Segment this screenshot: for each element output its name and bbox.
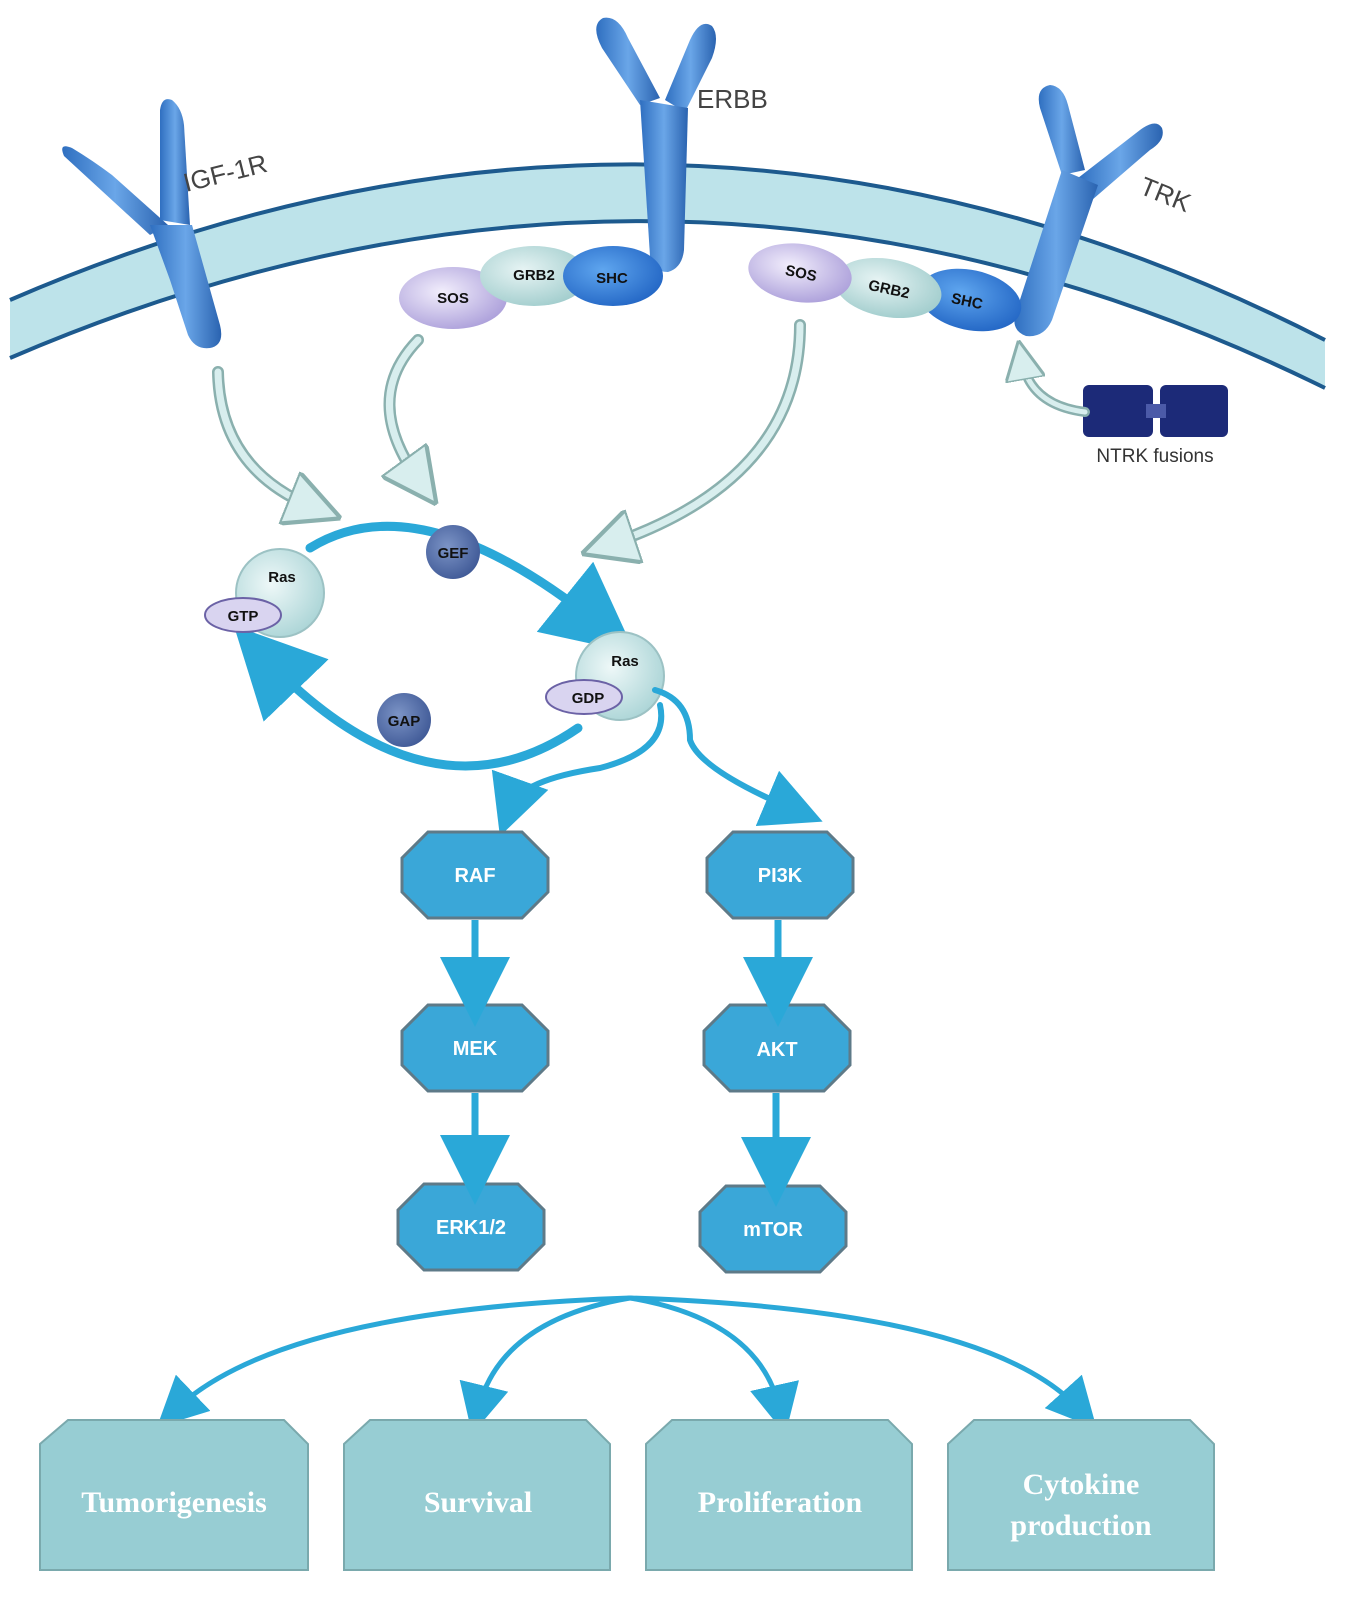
igf1r-receptor (62, 99, 222, 349)
survival-label: Survival (424, 1486, 532, 1519)
sos-protein (399, 267, 507, 329)
ras-label: Ras (268, 569, 296, 586)
gdp-label: GDP (572, 690, 605, 707)
shc-protein (563, 246, 663, 306)
adaptor-complex-left: SOS GRB2 SHC (399, 246, 663, 329)
proliferation-label: Proliferation (698, 1486, 863, 1519)
cytokine-label-line1: Cytokine (1023, 1468, 1140, 1501)
sos-label: SOS (437, 290, 469, 307)
raf-node (400, 830, 550, 920)
raf-label: RAF (454, 865, 495, 887)
ntrk-fusion-icon (1083, 385, 1228, 437)
erk-label: ERK1/2 (436, 1217, 506, 1239)
shc-label: SHC (596, 270, 628, 287)
igf1r-label: IGF-1R (180, 148, 270, 198)
pi3k-node (705, 830, 855, 920)
sos-label: SOS (784, 262, 819, 285)
mtor-node (698, 1184, 848, 1274)
gap-circle: GAP (377, 693, 431, 747)
ras-to-pathway-arrows (491, 687, 823, 837)
activation-arrows (212, 319, 1090, 545)
grb2-protein (834, 257, 942, 319)
ras-gdp-complex: Ras GDP (545, 631, 665, 721)
shc-label: SHC (950, 290, 985, 313)
ras-label: Ras (611, 653, 639, 670)
ras-gtp-complex: Ras GTP (204, 548, 325, 638)
shc-protein (918, 268, 1022, 332)
ntrk-fusions-label: NTRK fusions (1096, 446, 1213, 467)
akt-label: AKT (756, 1039, 797, 1061)
erbb-label: ERBB (697, 84, 768, 114)
gap-label: GAP (388, 713, 421, 730)
outcome-arrows (156, 1295, 1097, 1435)
trk-label: TRK (1136, 171, 1196, 219)
adaptor-complex-right: SOS GRB2 SHC (748, 243, 1022, 332)
cytokine-label-line2: production (1010, 1509, 1151, 1542)
tumorigenesis-label: Tumorigenesis (81, 1486, 267, 1519)
gef-label: GEF (438, 545, 469, 562)
erk-node (396, 1182, 546, 1272)
cascade-arrows (440, 920, 813, 1207)
grb2-protein (480, 246, 588, 306)
outcome-survival: Survival (343, 1419, 611, 1571)
gtp-label: GTP (228, 608, 259, 625)
pi3k-label: PI3K (758, 865, 803, 887)
outcome-tumorigenesis: Tumorigenesis (39, 1419, 309, 1571)
mtor-label: mTOR (743, 1219, 803, 1241)
sos-protein (748, 243, 852, 303)
trk-receptor (1014, 85, 1163, 337)
gef-circle: GEF (426, 525, 480, 579)
pi3k-pathway: PI3K AKT mTOR (698, 830, 855, 1274)
outcome-proliferation: Proliferation (645, 1419, 913, 1571)
outcome-cytokine-production: Cytokine production (947, 1419, 1215, 1571)
mek-node (400, 1003, 550, 1093)
mek-label: MEK (453, 1038, 498, 1060)
erbb-receptor (596, 17, 716, 272)
mapk-pathway: RAF MEK ERK1/2 (396, 830, 550, 1272)
grb2-label: GRB2 (513, 267, 555, 284)
akt-node (702, 1003, 852, 1093)
